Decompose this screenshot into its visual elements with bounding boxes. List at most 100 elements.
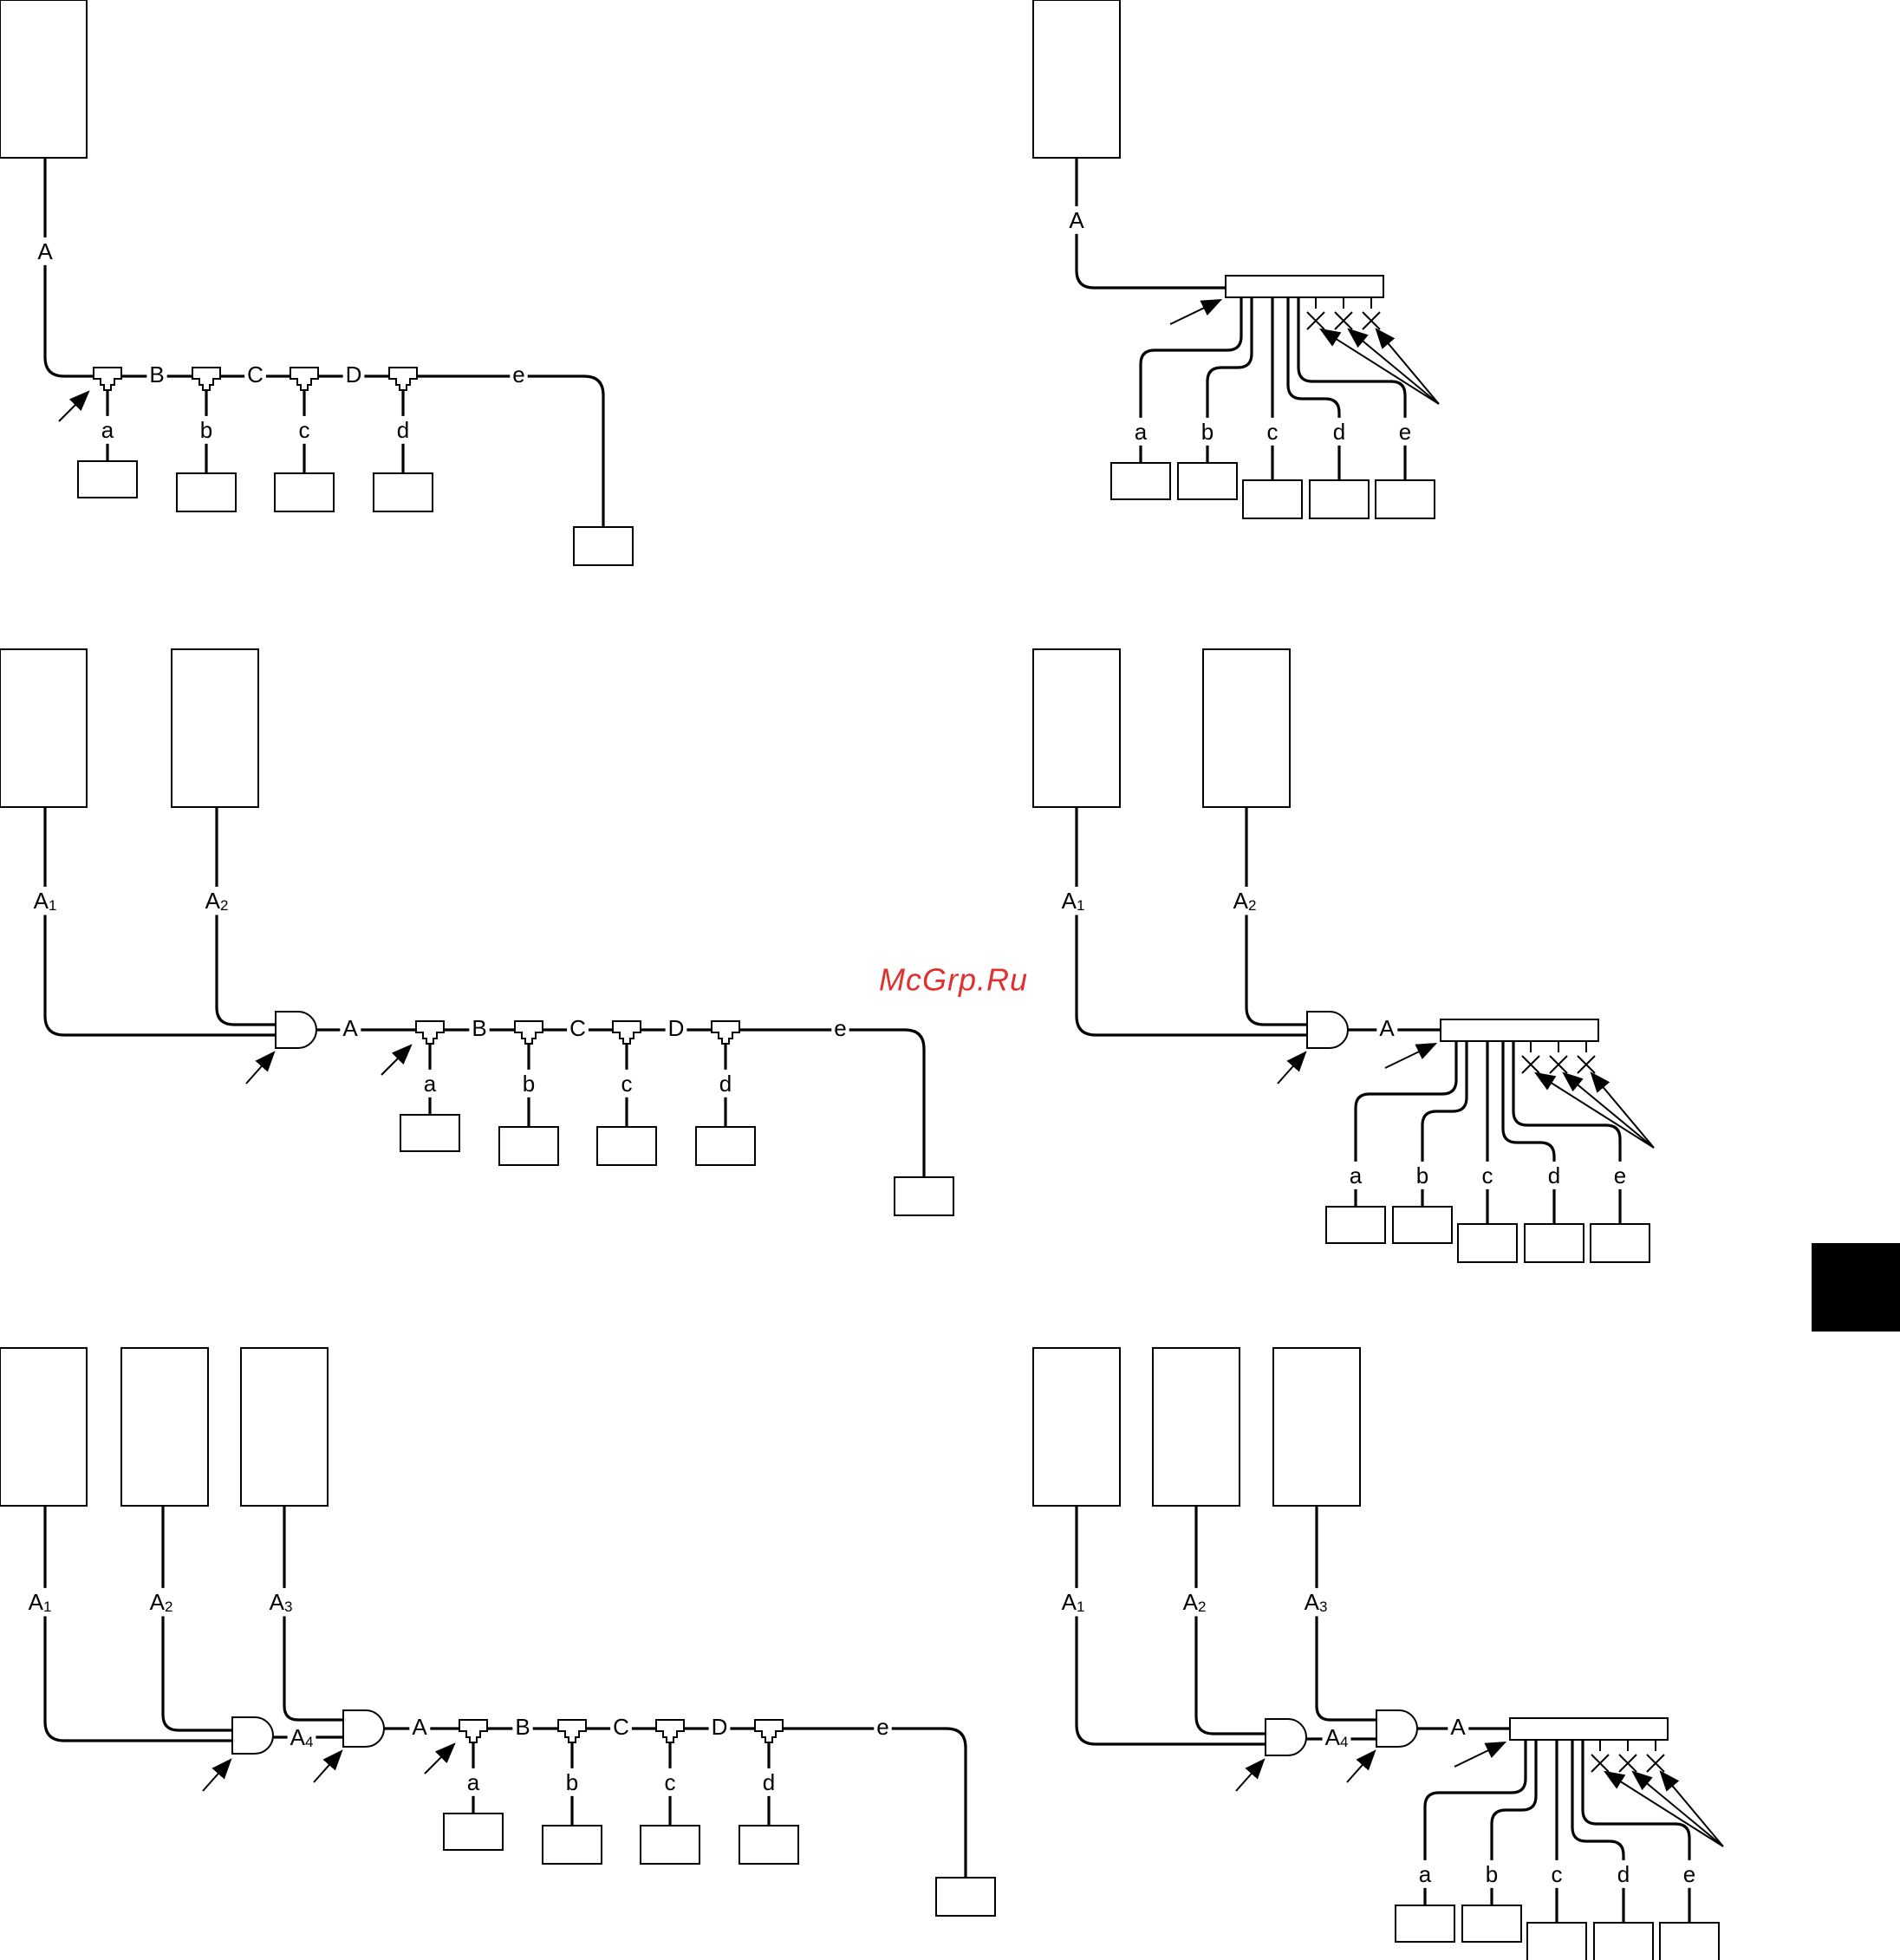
device-box-c: [1243, 480, 1302, 518]
device-box-a: [78, 461, 137, 498]
pointer-arrow: [1347, 1751, 1375, 1782]
drop-cable-e: [1513, 1041, 1620, 1224]
drop-label-d: d: [763, 1769, 775, 1795]
pointer-arrow: [1454, 1742, 1505, 1767]
drop-label-b: b: [1486, 1861, 1498, 1887]
trunk-label-C: C: [613, 1714, 629, 1740]
source-cable-A1: [1077, 1506, 1266, 1744]
trunk-label-D: D: [712, 1714, 728, 1740]
drop-label-c: c: [621, 1071, 633, 1097]
t-connector: [712, 1021, 739, 1044]
trunk-label-D: D: [668, 1015, 685, 1041]
drop-label-c: c: [1267, 419, 1279, 445]
trunk-label-C: C: [569, 1015, 586, 1041]
trunk-label-e: e: [876, 1714, 888, 1740]
source-cable-A: [1077, 158, 1226, 288]
device-box-b: [1393, 1207, 1452, 1243]
t-connector: [459, 1720, 487, 1742]
device-box-c: [275, 473, 334, 511]
trunk-label-B: B: [515, 1714, 530, 1740]
unused-port-x-mark: [1550, 1056, 1567, 1073]
cable-label-A: A: [412, 1714, 427, 1740]
source-cable-A2: [163, 1506, 232, 1730]
drop-label-b: b: [1416, 1162, 1428, 1188]
cable-label-A: A: [1450, 1714, 1466, 1740]
source-cable-A1: [1077, 807, 1307, 1035]
device-box-b: [499, 1127, 558, 1165]
drop-label-a: a: [101, 417, 114, 443]
source-unit-A2: [121, 1348, 208, 1506]
pointer-arrow: [1591, 1073, 1654, 1148]
side-tab: [1812, 1243, 1900, 1332]
drop-cable-a: [1141, 297, 1241, 465]
drop-label-e: e: [1614, 1162, 1626, 1188]
pointer-arrow: [1321, 329, 1439, 404]
panel-three-source-splitter: A1A2A3A4Aabcde: [1033, 1348, 1723, 1960]
pointer-arrow: [1536, 1073, 1654, 1148]
device-box-b: [1462, 1905, 1521, 1942]
device-box-a: [1111, 463, 1170, 499]
cable-label-A: A: [1379, 1015, 1395, 1041]
device-box-a: [400, 1115, 459, 1151]
source-unit-A3: [241, 1348, 328, 1506]
combiner-gate: [1307, 1012, 1348, 1048]
combiner-gate: [232, 1717, 273, 1754]
device-box-c: [1458, 1224, 1517, 1262]
t-connector: [656, 1720, 684, 1742]
source-cable-A: [45, 158, 94, 376]
device-box-e: [1376, 480, 1435, 518]
device-box-d: [1525, 1224, 1584, 1262]
drop-label-b: b: [1201, 419, 1214, 445]
watermark-text: McGrp.Ru: [879, 962, 1028, 998]
combiner-gate: [343, 1710, 384, 1747]
device-box-c: [1527, 1923, 1586, 1960]
combiner-gate: [1266, 1719, 1306, 1755]
unused-port-x-mark: [1619, 1755, 1636, 1772]
unused-port-x-mark: [1307, 312, 1324, 329]
drop-label-e: e: [1399, 419, 1411, 445]
unused-port-x-mark: [1591, 1755, 1609, 1772]
source-unit-A: [0, 0, 87, 158]
device-box-b: [543, 1826, 602, 1864]
drop-label-a: a: [1419, 1861, 1432, 1887]
pointer-arrow: [1278, 1052, 1305, 1084]
trunk-label-B: B: [149, 361, 164, 387]
drop-label-c: c: [299, 417, 310, 443]
cable-label-A: A: [37, 238, 53, 264]
unused-port-x-mark: [1578, 1056, 1595, 1073]
t-connector: [290, 368, 318, 390]
source-cable-A2: [1246, 807, 1307, 1025]
source-unit-A2: [1203, 649, 1290, 807]
drop-label-c: c: [665, 1769, 676, 1795]
source-unit-A1: [0, 1348, 87, 1506]
panel-single-source-daisy-chain: ABCDeabcd: [0, 0, 633, 565]
panel-two-source-daisy-chain: A1A2ABCDeabcd: [0, 649, 953, 1215]
device-box-d: [739, 1826, 798, 1864]
device-box-a: [1396, 1905, 1454, 1942]
cable-label-A: A: [1069, 207, 1084, 233]
t-connector: [192, 368, 220, 390]
drop-label-d: d: [1333, 419, 1345, 445]
source-unit-A1: [1033, 649, 1120, 807]
source-unit-A: [1033, 0, 1120, 158]
splitter-bar: [1441, 1019, 1598, 1041]
drop-label-d: d: [1548, 1162, 1560, 1188]
pointer-arrow: [1605, 1772, 1723, 1846]
device-box-a: [1326, 1207, 1385, 1243]
trunk-label-e: e: [512, 361, 524, 387]
device-box-b: [177, 473, 236, 511]
drop-cable-e: [1298, 297, 1405, 480]
source-unit-A1: [0, 649, 87, 807]
pointer-arrow: [1236, 1760, 1264, 1791]
drop-label-a: a: [1350, 1162, 1363, 1188]
t-connector: [755, 1720, 783, 1742]
panel-single-source-splitter: Aa b c d e: [1033, 0, 1439, 518]
drop-label-b: b: [200, 417, 212, 443]
unused-port-x-mark: [1363, 312, 1380, 329]
pointer-arrow: [246, 1052, 274, 1084]
pointer-arrow: [1633, 1772, 1723, 1846]
device-box-e: [1660, 1923, 1719, 1960]
drop-label-a: a: [1135, 419, 1148, 445]
